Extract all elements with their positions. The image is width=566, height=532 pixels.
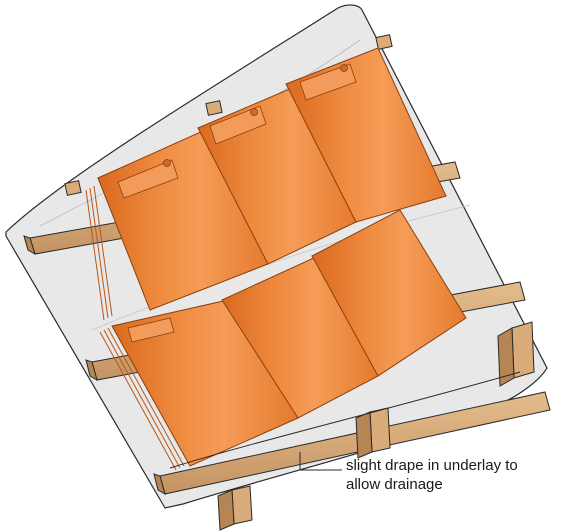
tile-upper-right <box>285 47 447 223</box>
tile-stack-edges <box>85 185 185 471</box>
drainage-annotation: slight drape in underlay to allow draina… <box>346 456 518 494</box>
annotation-line-2: allow drainage <box>346 476 443 493</box>
support-leg <box>497 321 535 387</box>
underlay-drape-edge <box>169 371 521 469</box>
tile-lower-right <box>311 209 467 377</box>
batten-stub <box>205 100 223 116</box>
batten-stub <box>375 34 393 50</box>
batten-stub <box>64 180 82 196</box>
support-leg <box>217 485 253 531</box>
callout-leader-line <box>299 452 342 471</box>
batten-bottom <box>153 391 551 496</box>
annotation-line-1: slight drape in underlay to <box>346 457 518 474</box>
